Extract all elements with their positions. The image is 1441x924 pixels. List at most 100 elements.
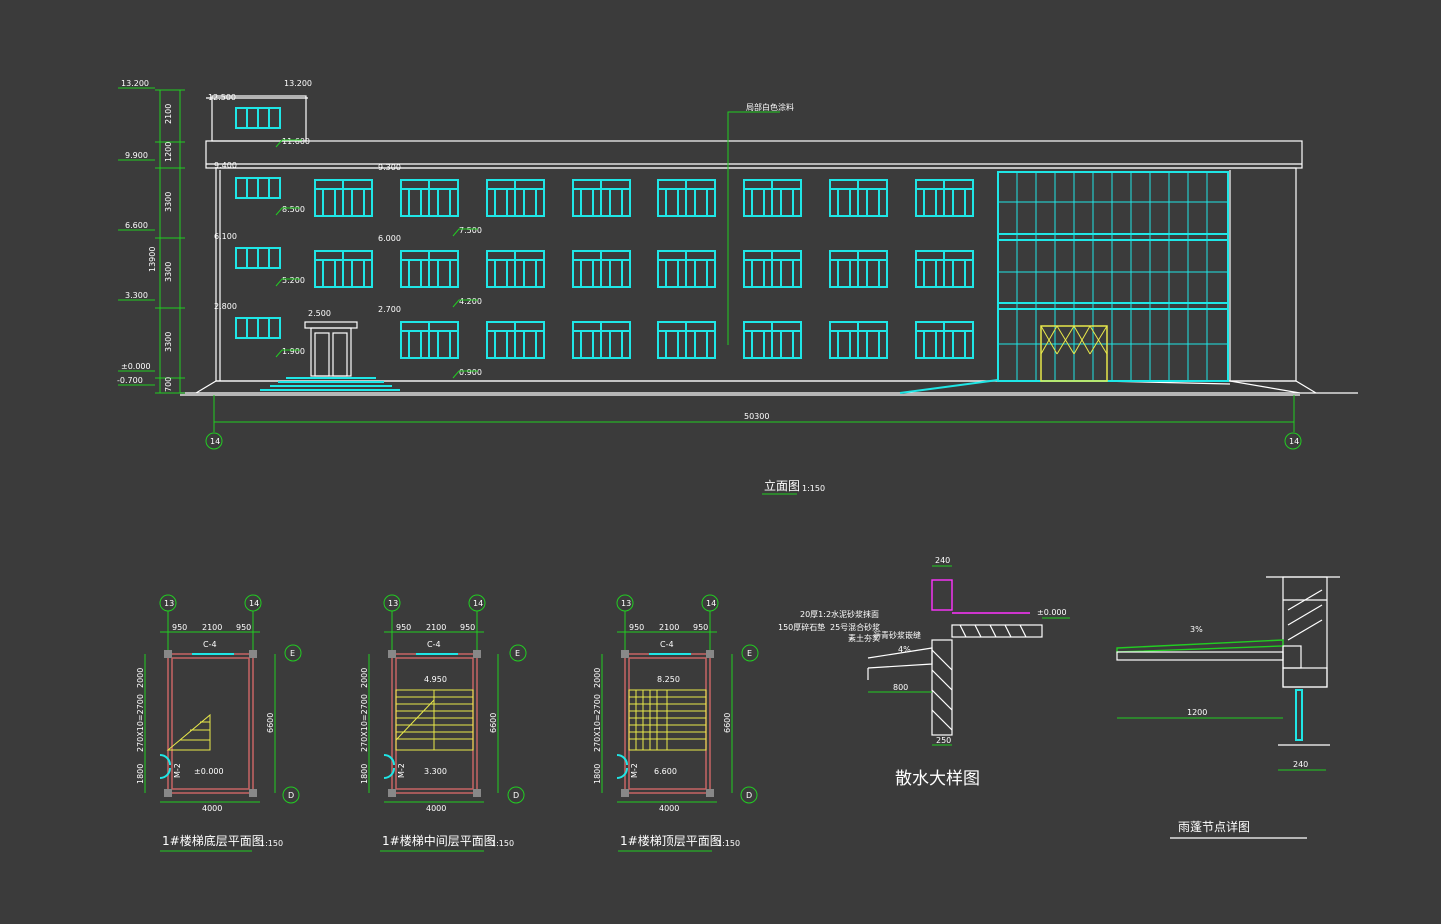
dim-text: 2100 [426, 623, 446, 632]
building-body [215, 167, 1297, 382]
level-mark: 0.900 [459, 368, 482, 377]
apron-note: 素土夯实 [848, 633, 880, 643]
elevation-title: 立面图 [764, 478, 800, 493]
dim-text: 2100 [202, 623, 222, 632]
axis-bubble [1284, 432, 1302, 450]
overall-width-text: 50300 [744, 412, 769, 421]
plan-title: 1#楼梯顶层平面图 [620, 833, 722, 848]
dim-text: 800 [893, 683, 908, 692]
plan-title: 1#楼梯底层平面图 [162, 833, 264, 848]
dim-text: 13900 [148, 247, 157, 272]
axis-label: 14 [706, 599, 716, 608]
dim-text: 1200 [1187, 708, 1207, 717]
dim-text: 2100 [659, 623, 679, 632]
dim-text: 3300 [164, 332, 173, 352]
apron-note: 150厚碎石垫 [778, 622, 825, 632]
dim-text: 250 [936, 736, 951, 745]
canopy-title: 雨蓬节点详图 [1178, 819, 1250, 834]
level-mark: 6.000 [378, 234, 401, 243]
note-text: 局部白色涂料 [746, 102, 794, 112]
stair-plan-ground: 13 14 950 2100 950 C-4 M-2 ±0.000 2000 2… [136, 594, 302, 852]
elevation-scale: 1:150 [802, 484, 825, 493]
dim-text: 270X10=2700 [360, 694, 369, 752]
plan-scale: 1:150 [717, 839, 740, 848]
level-mark: 4.950 [424, 675, 447, 684]
plan-title: 1#楼梯中间层平面图 [382, 833, 496, 848]
apron-detail: 240 800 250 ±0.000 4% 20厚1:2水泥砂浆抹面 150厚碎… [778, 556, 1070, 789]
roof-cornice [205, 140, 1303, 169]
level-mark: 6.100 [214, 232, 237, 241]
left-dimensions: 2100 1200 3300 13900 3300 3300 700 13.20… [117, 79, 185, 394]
level-mark: ±0.000 [194, 767, 224, 776]
axis-label: 13 [621, 599, 631, 608]
level-mark: -0.700 [117, 376, 143, 385]
dim-text: 950 [396, 623, 411, 632]
dim-text: 1800 [593, 764, 602, 784]
level-mark: 3.300 [125, 291, 148, 300]
window-tag: C-4 [660, 640, 674, 649]
axis-bubble [205, 432, 223, 450]
windows [235, 107, 974, 359]
axis-label: 14 [210, 437, 220, 446]
axis-label: 14 [1289, 437, 1299, 446]
dim-text: 6600 [489, 713, 498, 733]
level-mark: 9.900 [125, 151, 148, 160]
level-mark: 1.900 [282, 347, 305, 356]
level-mark: 8.250 [657, 675, 680, 684]
door-tag: M-2 [630, 763, 639, 778]
dim-text: 6600 [723, 713, 732, 733]
stair-plan-middle: 13 14 950 2100 950 C-4 4.950 M-2 3.300 2… [360, 594, 527, 852]
level-mark: 13.200 [284, 79, 312, 88]
level-mark: ±0.000 [1037, 608, 1067, 617]
dim-text: 270X10=2700 [593, 694, 602, 752]
axis-label: E [515, 649, 520, 658]
axis-label: 14 [473, 599, 483, 608]
dim-text: 2000 [593, 668, 602, 688]
axis-label: 13 [388, 599, 398, 608]
dim-text: 950 [236, 623, 251, 632]
front-elevation: 局部白色涂料 2100 1200 3300 13900 3300 3300 70… [117, 79, 1358, 495]
level-mark: 9.400 [214, 161, 237, 170]
note-leader [727, 111, 780, 345]
dim-text: 6600 [266, 713, 275, 733]
stair-tower [211, 95, 307, 142]
dim-text: 950 [172, 623, 187, 632]
dim-text: 4000 [426, 804, 446, 813]
dim-text: 1200 [164, 142, 173, 162]
axis-label: 14 [249, 599, 259, 608]
dim-text: 3300 [164, 262, 173, 282]
level-mark: 6.600 [125, 221, 148, 230]
axis-label: D [513, 791, 519, 800]
level-mark: 3.300 [424, 767, 447, 776]
dim-text: 2000 [360, 668, 369, 688]
slope-text: 4% [898, 645, 911, 654]
level-mark: 4.200 [459, 297, 482, 306]
axis-label: E [747, 649, 752, 658]
window-tag: C-4 [427, 640, 441, 649]
level-mark: 5.200 [282, 276, 305, 285]
dim-text: 4000 [202, 804, 222, 813]
slope-text: 3% [1190, 625, 1203, 634]
axis-label: D [746, 791, 752, 800]
plan-scale: 1:150 [260, 839, 283, 848]
dim-text: 950 [460, 623, 475, 632]
axis-label: E [290, 649, 295, 658]
canopy-detail: 1200 240 3% 雨蓬节点详图 [1116, 576, 1340, 839]
plan-scale: 1:150 [491, 839, 514, 848]
dim-text: 240 [1293, 760, 1308, 769]
level-mark: 13.200 [121, 79, 149, 88]
dim-text: 950 [693, 623, 708, 632]
door-tag: M-2 [173, 763, 182, 778]
level-mark: 2.500 [308, 309, 331, 318]
dim-text: 1800 [360, 764, 369, 784]
door-tag: M-2 [397, 763, 406, 778]
dim-text: 2000 [136, 668, 145, 688]
dim-text: 4000 [659, 804, 679, 813]
dim-text: 950 [629, 623, 644, 632]
level-mark: 9.300 [378, 163, 401, 172]
dim-text: 2100 [164, 104, 173, 124]
stair-plan-top: 13 14 950 2100 950 C-4 8.250 M-2 6.600 2… [593, 594, 759, 852]
dim-text: 240 [935, 556, 950, 565]
apron-note: 20厚1:2水泥砂浆抹面 [800, 609, 879, 619]
level-mark: 7.500 [459, 226, 482, 235]
